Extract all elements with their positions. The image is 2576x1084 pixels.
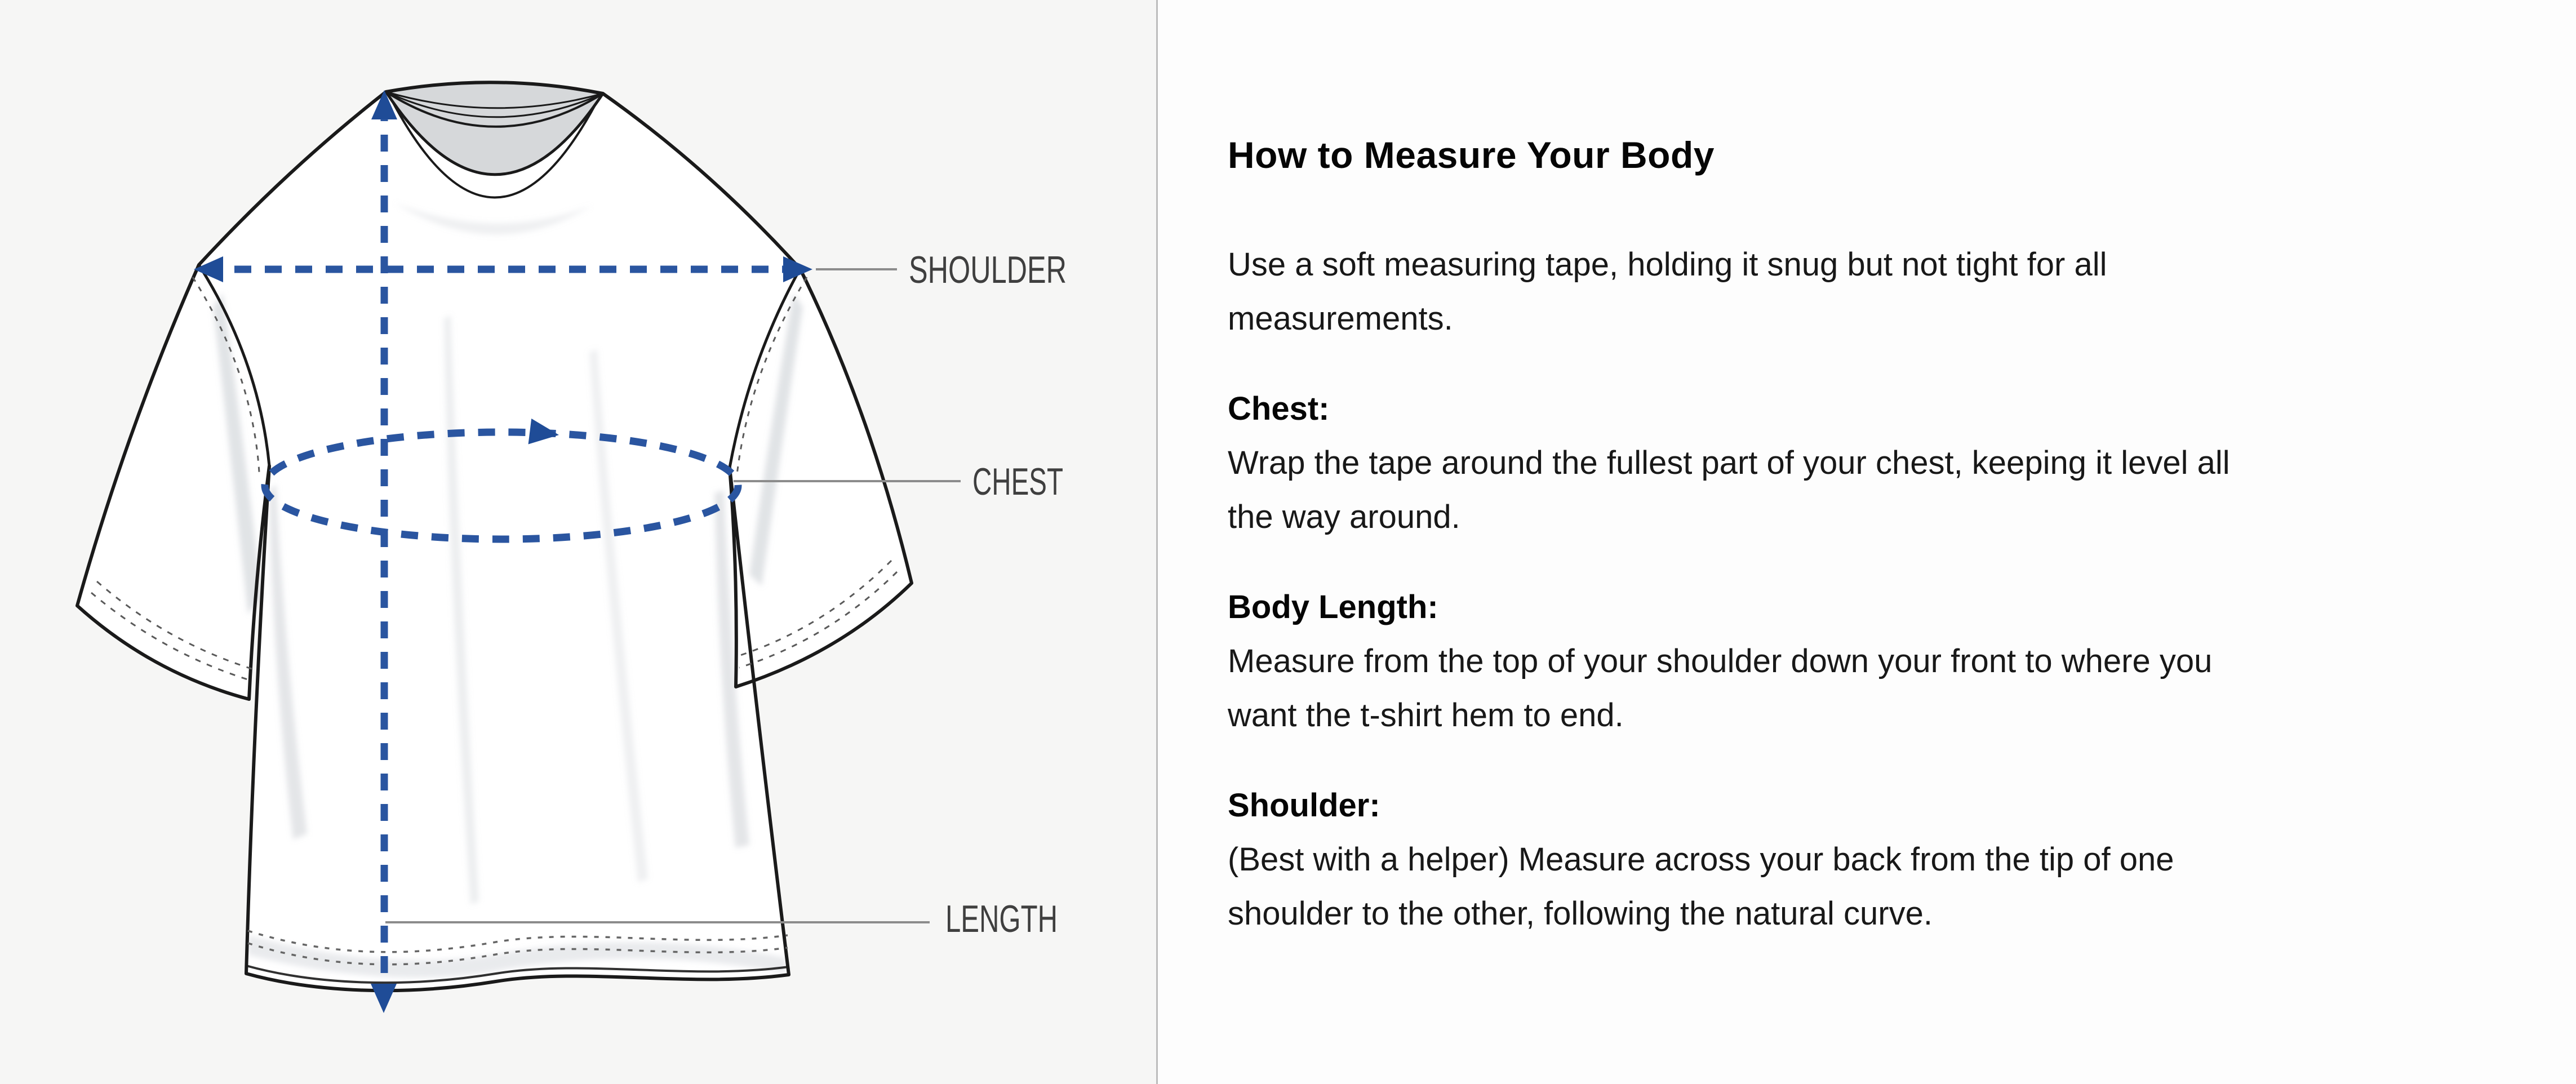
hem-stitches (247, 930, 788, 966)
leader-lines (385, 268, 961, 923)
shoulder-section-body: (Best with a helper) Measure across your… (1228, 841, 2174, 932)
armhole-seams (197, 264, 802, 468)
chest-section: Chest: Wrap the tape around the fullest … (1228, 382, 2576, 544)
sleeve-hem-stitches (91, 559, 898, 682)
fabric-shading (213, 203, 803, 978)
instructions-panel: How to Measure Your Body Use a soft meas… (1158, 0, 2576, 1084)
body-length-section: Body Length: Measure from the top of you… (1228, 580, 2576, 743)
tshirt-measurement-diagram: SHOULDER CHEST LENGTH (75, 81, 1067, 1013)
instructions-intro: Use a soft measuring tape, holding it sn… (1228, 246, 2107, 337)
measurement-arrowheads (194, 90, 812, 1013)
body-length-section-body: Measure from the top of your shoulder do… (1228, 643, 2213, 734)
shoulder-section-label: Shoulder: (1228, 787, 1380, 824)
armhole-stitches (192, 277, 808, 475)
arrow-left-icon (194, 256, 223, 282)
arrow-chest-icon (528, 418, 559, 445)
chest-measure-ellipse (261, 428, 742, 543)
body-length-section-label: Body Length: (1228, 589, 1438, 625)
shoulder-label: SHOULDER (909, 248, 1067, 291)
panel-divider (1156, 0, 1158, 1084)
measurement-diagram-panel: SHOULDER CHEST LENGTH (0, 0, 1156, 1084)
shoulder-section: Shoulder: (Best with a helper) Measure a… (1228, 779, 2576, 941)
chest-section-body: Wrap the tape around the fullest part of… (1228, 445, 2230, 535)
chest-label: CHEST (972, 460, 1063, 503)
arrow-right-icon (783, 256, 812, 282)
instructions-heading: How to Measure Your Body (1228, 134, 1715, 176)
collar-detail (384, 91, 605, 199)
chest-section-label: Chest: (1228, 390, 1330, 427)
hem-inner-edge (246, 965, 789, 984)
length-label: LENGTH (945, 898, 1058, 940)
measurement-lines (204, 104, 803, 986)
arrow-down-icon (371, 984, 397, 1013)
tshirt-outline (75, 81, 913, 993)
arrow-up-icon (371, 90, 397, 119)
